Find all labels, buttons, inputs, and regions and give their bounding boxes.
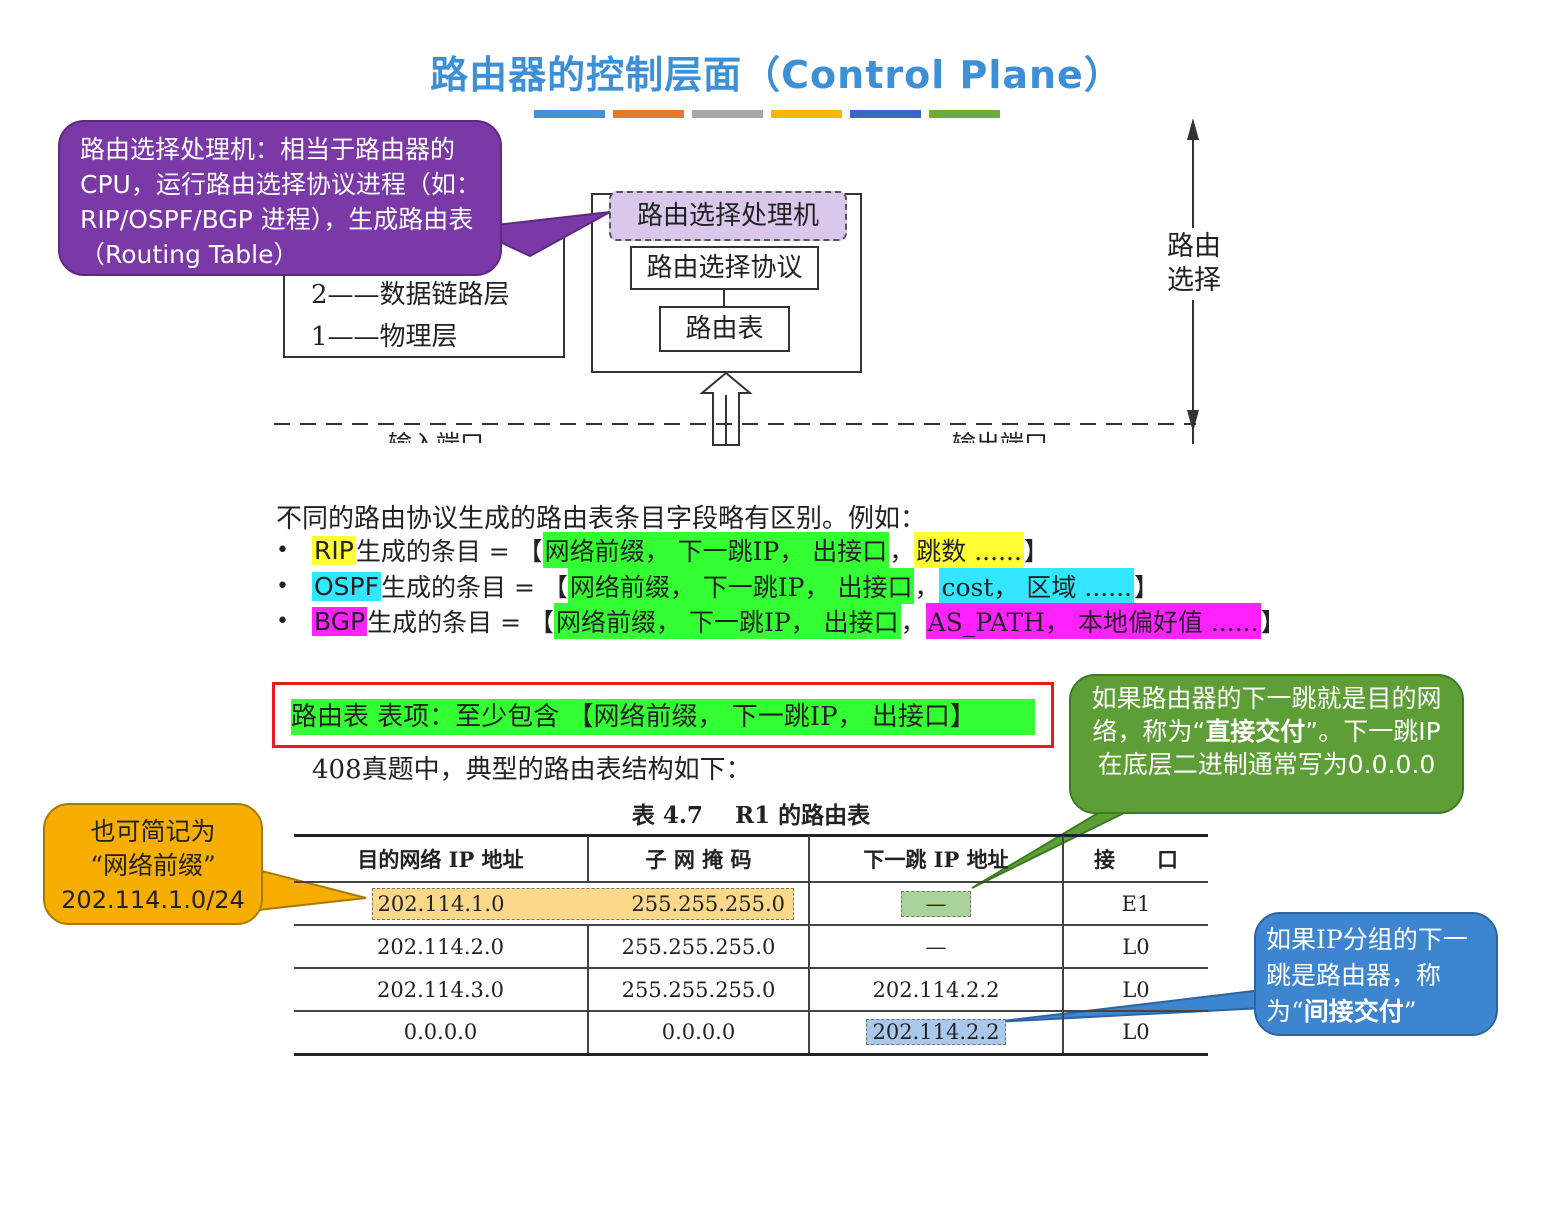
indirect-delivery-term: 间接交付 [1303, 997, 1404, 1026]
direct-delivery-text-a: 如果路由器的下一跳就是目的网络，称为“ [1091, 684, 1442, 746]
routing-scope-arrow-top [1187, 118, 1199, 140]
rip-entry-prefix: 生成的条目 = 【 [355, 537, 543, 566]
table-row: 202.114.3.0 255.255.255.0 202.114.2.2 L0 [294, 968, 1208, 1012]
rip-extra-fields: 跳数 ...... [914, 532, 1024, 568]
list-bullet: • [276, 573, 289, 599]
prefix-highlight-cell: 202.114.1.0 255.255.255.0 [294, 882, 810, 926]
routing-scope-arrow-bottom [1187, 410, 1199, 432]
protocol-intro: 不同的路由协议生成的路由表条目字段略有区别。例如： [276, 504, 927, 534]
rip-protocol-name: RIP [312, 535, 356, 565]
rip-common-fields: 网络前缀， 下一跳IP， 出接口 [542, 532, 890, 568]
prefix-callout-line3: 202.114.1.0/24 [61, 886, 245, 914]
indirect-delivery-text-b: ” [1403, 997, 1417, 1026]
destination-cell: 0.0.0.0 [294, 1011, 589, 1056]
table-row: 202.114.2.0 255.255.255.0 — L0 [294, 925, 1208, 969]
bgp-entry-end: 】 [1260, 608, 1286, 637]
processor-callout: 路由选择处理机：相当于路由器的CPU，运行路由选择协议进程（如：RIP/OSPF… [58, 120, 502, 276]
direct-delivery-callout: 如果路由器的下一跳就是目的网络，称为“直接交付”。下一跳IP在底层二进制通常写为… [1069, 674, 1464, 814]
routing-protocol-box: 路由选择协议 [630, 246, 819, 290]
color-bar-segment [929, 110, 1000, 118]
ospf-entry-end: 】 [1133, 573, 1159, 602]
rip-separator: ， [889, 537, 915, 566]
next-hop-cell: 202.114.2.2 [809, 968, 1064, 1012]
page-title: 路由器的控制层面（Control Plane） [430, 53, 1123, 97]
direct-delivery-highlight: — [901, 890, 971, 917]
routing-processor-label: 路由选择处理机 [609, 191, 847, 241]
ospf-separator: ， [914, 573, 940, 602]
output-port-fragment: 输出端口 [952, 431, 1048, 443]
ospf-entry-prefix: 生成的条目 = 【 [381, 573, 568, 602]
next-hop-cell: 202.114.2.2 [809, 1011, 1064, 1056]
bgp-entry-prefix: 生成的条目 = 【 [367, 608, 555, 637]
color-bar-segment [850, 110, 921, 118]
ospf-entry-row: • OSPF 生成的条目 = 【 网络前缀， 下一跳IP， 出接口 ， cost… [276, 568, 1159, 604]
mask-cell: 0.0.0.0 [588, 1011, 810, 1056]
indirect-delivery-text-a: 如果IP分组的下一跳是路由器，称为“ [1266, 925, 1468, 1026]
network-prefix-highlight: 202.114.1.0 255.255.255.0 [372, 887, 794, 920]
layer-1-label: 1——物理层 [311, 322, 458, 352]
interface-cell: L0 [1063, 1011, 1208, 1056]
routing-scope-label-line1: 路由 [1167, 231, 1221, 262]
header-next-hop: 下一跳 IP 地址 [809, 836, 1064, 883]
interface-cell: L0 [1063, 925, 1208, 969]
ospf-common-fields: 网络前缀， 下一跳IP， 出接口 [567, 568, 915, 604]
bgp-protocol-name: BGP [312, 606, 368, 636]
routing-scope-label-line2: 选择 [1167, 265, 1221, 296]
prefix-callout-line2: “网络前缀” [90, 851, 216, 880]
table-header-row: 目的网络 IP 地址 子 网 掩 码 下一跳 IP 地址 接 口 [294, 836, 1208, 883]
bgp-separator: ， [900, 608, 926, 637]
table-caption: 表 4.7 R1 的路由表 [631, 802, 871, 829]
indirect-delivery-callout: 如果IP分组的下一跳是路由器，称为“间接交付” [1254, 912, 1498, 1036]
destination-cell: 202.114.1.0 [377, 891, 505, 916]
header-destination: 目的网络 IP 地址 [294, 836, 589, 883]
indirect-delivery-highlight: 202.114.2.2 [865, 1019, 1007, 1046]
bgp-entry-row: • BGP 生成的条目 = 【 网络前缀， 下一跳IP， 出接口 ， AS_PA… [276, 603, 1286, 639]
title-color-bar [534, 110, 1000, 118]
destination-cell: 202.114.2.0 [294, 925, 589, 969]
input-port-fragment: 输入端口 [388, 431, 484, 443]
header-subnet-mask: 子 网 掩 码 [588, 836, 810, 883]
ospf-protocol-name: OSPF [312, 571, 382, 601]
routing-scope-label: 路由 选择 [1167, 228, 1221, 300]
destination-cell: 202.114.3.0 [294, 968, 589, 1012]
mask-cell: 255.255.255.0 [588, 925, 810, 969]
ospf-extra-fields: cost， 区域 ...... [939, 568, 1134, 604]
interface-cell: E1 [1063, 882, 1208, 926]
direct-delivery-text-b: ”。下一跳IP在底层二进制通常写为0.0.0.0 [1097, 717, 1441, 779]
list-bullet: • [276, 537, 289, 563]
bgp-common-fields: 网络前缀， 下一跳IP， 出接口 [554, 603, 901, 639]
exam-note: 408真题中，典型的路由表结构如下： [312, 755, 752, 785]
next-hop-cell: — [809, 925, 1064, 969]
network-prefix-callout: 也可简记为 “网络前缀” 202.114.1.0/24 [43, 803, 263, 925]
color-bar-segment [692, 110, 763, 118]
bgp-extra-fields: AS_PATH， 本地偏好值 ...... [925, 603, 1261, 639]
prefix-callout-line1: 也可简记为 [90, 817, 216, 846]
table-top-rule [294, 834, 1208, 837]
rip-entry-row: • RIP 生成的条目 = 【 网络前缀， 下一跳IP， 出接口 ， 跳数 ..… [276, 532, 1049, 568]
summary-frame [272, 682, 1054, 748]
table-row: 0.0.0.0 0.0.0.0 202.114.2.2 L0 [294, 1011, 1208, 1056]
table-row: 202.114.1.0 255.255.255.0 — E1 [294, 882, 1208, 926]
layer-2-label: 2——数据链路层 [311, 280, 510, 310]
color-bar-segment [771, 110, 842, 118]
routing-table-box: 路由表 [659, 306, 790, 352]
next-hop-cell: — [809, 882, 1064, 926]
color-bar-segment [534, 110, 605, 118]
direct-delivery-term: 直接交付 [1205, 717, 1306, 746]
diagram-lines [274, 118, 1199, 446]
mask-cell: 255.255.255.0 [588, 968, 810, 1012]
summary-text: 路由表 表项：至少包含 【网络前缀， 下一跳IP， 出接口】 [291, 699, 1035, 735]
header-interface: 接 口 [1063, 836, 1208, 883]
route-table: 目的网络 IP 地址 子 网 掩 码 下一跳 IP 地址 接 口 202.114… [294, 836, 1208, 1056]
interface-cell: L0 [1063, 968, 1208, 1012]
mask-cell: 255.255.255.0 [631, 891, 785, 916]
rip-entry-end: 】 [1023, 537, 1049, 566]
list-bullet: • [276, 608, 289, 634]
color-bar-segment [613, 110, 684, 118]
